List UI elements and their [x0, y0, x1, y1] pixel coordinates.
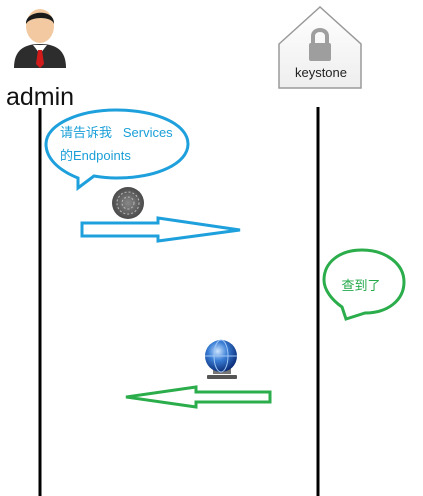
request-message-line1: 请告诉我 Services	[60, 125, 173, 140]
request-message-text: 请告诉我 Services 的Endpoints	[60, 121, 185, 167]
admin-user-icon	[14, 9, 66, 68]
admin-actor-label: admin	[6, 83, 75, 111]
keystone-actor-label: keystone	[294, 65, 348, 80]
response-speech-bubble	[322, 248, 406, 321]
keystone-house-icon	[278, 5, 362, 89]
globe-network-icon	[205, 339, 237, 379]
request-speech-bubble	[44, 108, 190, 191]
response-arrow	[125, 385, 272, 409]
response-message-text: 查到了	[341, 278, 381, 293]
request-message-line2: 的Endpoints	[60, 148, 131, 163]
request-arrow	[80, 216, 241, 243]
fingerprint-token-icon	[112, 187, 144, 219]
